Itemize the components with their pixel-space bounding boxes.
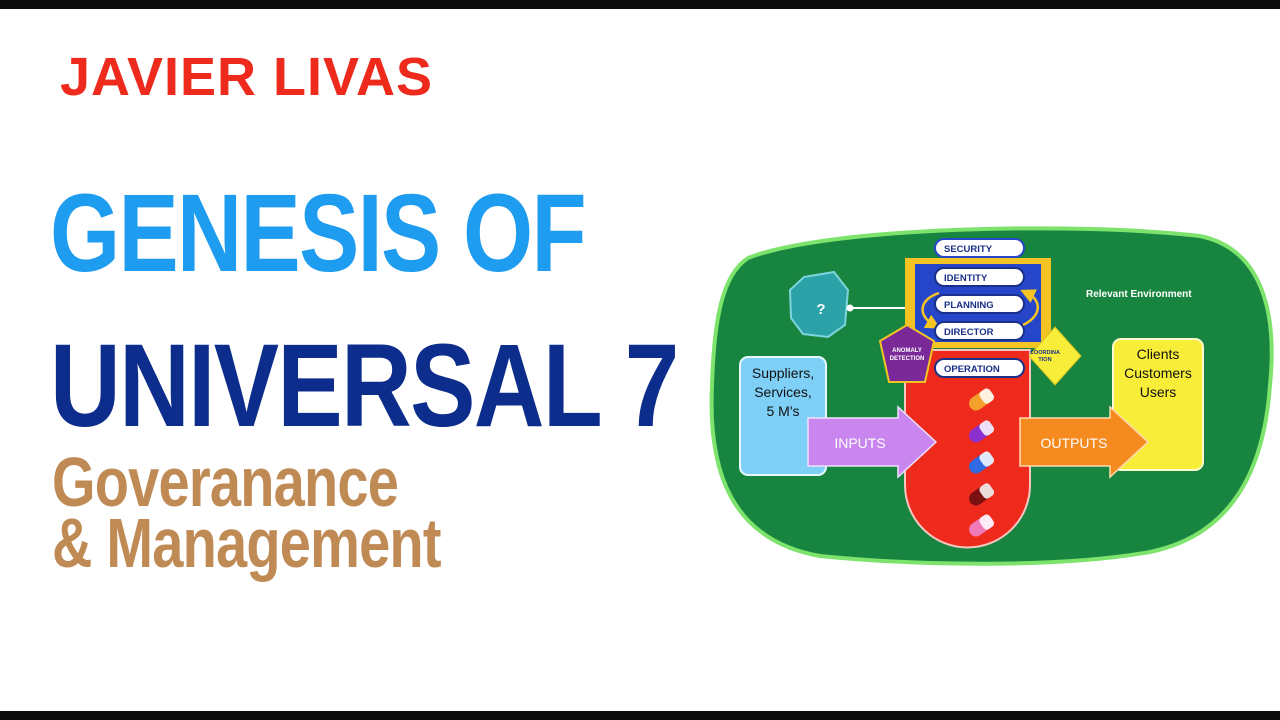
security-label: SECURITY (944, 244, 993, 255)
suppliers-label-line-3: 5 M's (766, 403, 799, 419)
unknown-element-label: ? (816, 301, 825, 318)
author-name: JAVIER LIVAS (60, 47, 434, 107)
identity-pill (934, 267, 1025, 287)
coordination-label-line-1: COORDINA (1030, 350, 1060, 356)
anomaly-label-line-2: DETECTION (890, 356, 925, 362)
viable-system-diagram: Relevant Environment ? SECURITY IDENTITY… (709, 226, 1274, 566)
inputs-label: INPUTS (834, 435, 885, 451)
operation-capsule (904, 349, 1031, 549)
director-label: DIRECTOR (944, 327, 994, 338)
environment-label: Relevant Environment (1086, 289, 1192, 300)
operational-unit-3 (969, 451, 995, 474)
coordination-label-line-2: TION (1038, 357, 1051, 363)
inputs-arrow (807, 405, 938, 479)
identity-label: IDENTITY (944, 273, 988, 284)
operation-label: OPERATION (944, 364, 1000, 375)
director-pill (934, 321, 1025, 341)
top-letterbox-bar (0, 0, 1280, 9)
suppliers-box (739, 356, 827, 476)
title-line-2: UNIVERSAL 7 (50, 320, 679, 452)
clients-label-line-3: Users (1140, 384, 1177, 400)
suppliers-label-line-1: Suppliers, (752, 365, 814, 381)
clients-label-line-1: Clients (1137, 346, 1180, 362)
anomaly-detection-shape (878, 323, 936, 383)
security-pill (934, 238, 1025, 258)
title-line-1: GENESIS OF (50, 172, 587, 295)
operational-unit-2 (969, 420, 995, 443)
unknown-element-shape (788, 270, 850, 339)
planning-label: PLANNING (944, 300, 994, 311)
subtitle-line-2: & Management (52, 504, 441, 582)
operational-unit-1 (969, 388, 995, 411)
suppliers-label-line-2: Services, (754, 384, 812, 400)
coordination-shape (1028, 326, 1082, 386)
clients-label-line-2: Customers (1124, 365, 1192, 381)
operation-pill (934, 358, 1025, 378)
unknown-link-node (846, 304, 854, 312)
bottom-letterbox-bar (0, 711, 1280, 720)
planning-loop-right (1020, 289, 1039, 327)
operational-unit-5 (969, 514, 995, 537)
operational-unit-4 (969, 483, 995, 506)
planning-loop-left (921, 291, 941, 329)
planning-pill (934, 294, 1025, 314)
subtitle-line-1: Goveranance (52, 443, 399, 521)
outputs-label: OUTPUTS (1041, 435, 1108, 451)
anomaly-label-line-1: ANOMALY (892, 348, 922, 354)
outputs-arrow (1019, 405, 1150, 479)
